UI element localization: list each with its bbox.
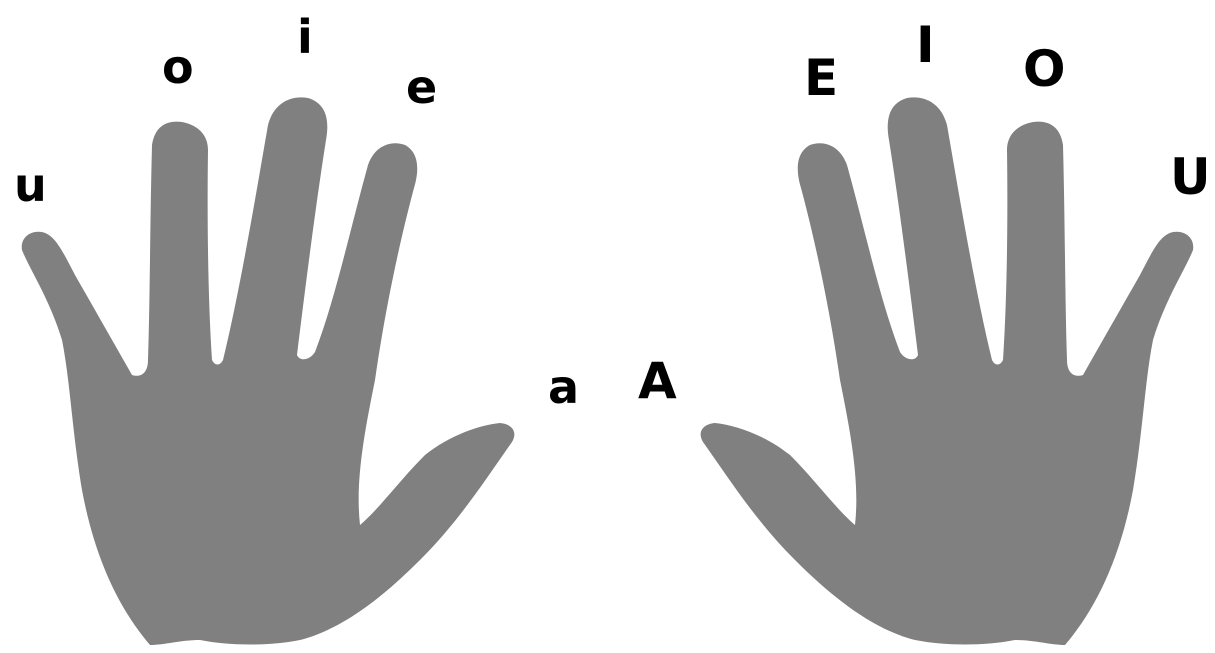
right-thumb-label: A <box>638 356 677 406</box>
left-index-finger-label: e <box>406 64 437 110</box>
right-little-finger-label: U <box>1170 152 1211 202</box>
right-ring-finger-label: O <box>1023 44 1066 94</box>
right-index-finger-label: E <box>804 53 838 103</box>
left-hand-shape <box>22 97 515 645</box>
right-hand <box>701 97 1194 645</box>
left-thumb-label: a <box>548 364 579 410</box>
left-little-finger-label: u <box>14 162 47 208</box>
right-hand-shape <box>701 97 1194 645</box>
left-ring-finger-label: o <box>162 44 194 90</box>
left-middle-finger-label: i <box>297 14 313 60</box>
left-hand <box>22 97 515 645</box>
right-middle-finger-label: I <box>916 20 935 70</box>
